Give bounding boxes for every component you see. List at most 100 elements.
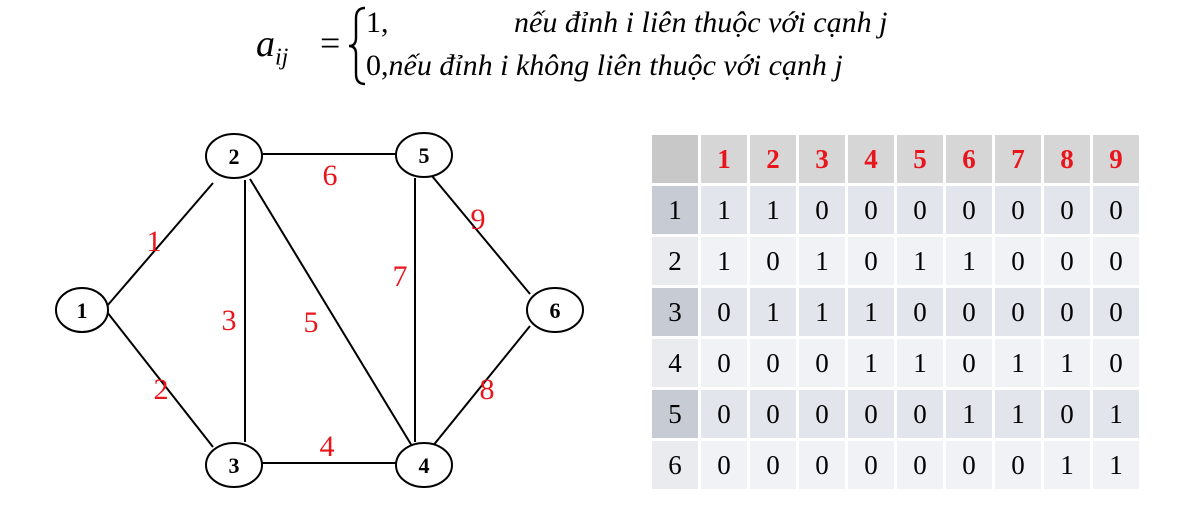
graph-diagram: 1 2 3 4 5 6 1 2 3 4 5 6 7 8 9 <box>0 110 640 524</box>
node-label-1: 1 <box>77 298 88 323</box>
table-cell: 0 <box>799 186 845 234</box>
row-header: 2 <box>652 237 698 285</box>
table-cell: 0 <box>897 288 943 336</box>
row-header: 6 <box>652 441 698 489</box>
graph-node-1: 1 <box>55 287 109 333</box>
table-cell: 1 <box>799 288 845 336</box>
formula-brace <box>348 6 366 86</box>
table-cell: 0 <box>995 288 1041 336</box>
edge-8 <box>431 325 531 448</box>
column-header: 9 <box>1093 135 1139 183</box>
table-cell: 0 <box>1093 237 1139 285</box>
column-header: 4 <box>848 135 894 183</box>
column-header: 5 <box>897 135 943 183</box>
table-cell: 0 <box>848 441 894 489</box>
node-label-4: 4 <box>419 453 430 478</box>
table-cell: 0 <box>750 390 796 438</box>
edge-label-2: 2 <box>154 373 169 406</box>
table-cell: 1 <box>1044 441 1090 489</box>
table-cell: 0 <box>701 390 747 438</box>
graph-node-4: 4 <box>395 442 453 488</box>
column-header: 1 <box>701 135 747 183</box>
table-cell: 0 <box>848 390 894 438</box>
graph-svg: 1 2 3 4 5 6 1 2 3 4 5 6 7 8 9 <box>55 132 584 488</box>
formula-equals: = <box>320 23 341 63</box>
edge-label-8: 8 <box>480 373 495 406</box>
table-cell: 1 <box>946 390 992 438</box>
formula-case-1-value: 1, <box>366 6 389 39</box>
edge-label-5: 5 <box>304 306 319 339</box>
table-cell: 0 <box>1044 288 1090 336</box>
table-cell: 0 <box>799 339 845 387</box>
edge-2 <box>106 311 214 448</box>
graph-node-6: 6 <box>526 287 584 333</box>
edge-label-9: 9 <box>471 203 486 236</box>
table-cell: 0 <box>897 390 943 438</box>
edge-label-6: 6 <box>323 159 338 192</box>
table-cell: 0 <box>995 237 1041 285</box>
node-label-5: 5 <box>419 143 430 168</box>
table-cell: 1 <box>995 390 1041 438</box>
table-cell: 0 <box>701 288 747 336</box>
formula-case-2-condition: nếu đỉnh i không liên thuộc với cạnh j <box>388 49 843 82</box>
table-cell: 1 <box>897 237 943 285</box>
row-header: 4 <box>652 339 698 387</box>
edge-9 <box>431 175 531 295</box>
table-cell: 0 <box>946 339 992 387</box>
table-cell: 1 <box>750 288 796 336</box>
table-cell: 0 <box>946 186 992 234</box>
formula-case-1-condition: nếu đỉnh i liên thuộc với cạnh j <box>514 6 888 39</box>
column-header: 7 <box>995 135 1041 183</box>
edge-label-4: 4 <box>320 430 335 463</box>
table-cell: 0 <box>701 339 747 387</box>
table-cell: 0 <box>946 288 992 336</box>
table-cell: 0 <box>1093 288 1139 336</box>
node-label-2: 2 <box>229 144 240 169</box>
table-corner-cell <box>652 135 698 183</box>
row-header: 3 <box>652 288 698 336</box>
table-header-row: 1 2 3 4 5 6 7 8 9 <box>652 135 1139 183</box>
graph-node-3: 3 <box>205 442 263 488</box>
table-cell: 0 <box>897 186 943 234</box>
table-cell: 0 <box>995 186 1041 234</box>
node-label-3: 3 <box>229 453 240 478</box>
table-cell: 1 <box>946 237 992 285</box>
edge-label-1: 1 <box>147 225 162 258</box>
table-cell: 0 <box>848 186 894 234</box>
table-cell: 0 <box>750 339 796 387</box>
table-cell: 1 <box>995 339 1041 387</box>
table-cell: 1 <box>1044 339 1090 387</box>
table-cell: 1 <box>1093 441 1139 489</box>
edge-label-7: 7 <box>393 260 408 293</box>
table-cell: 1 <box>701 186 747 234</box>
table-cell: 1 <box>897 339 943 387</box>
column-header: 8 <box>1044 135 1090 183</box>
row-header: 1 <box>652 186 698 234</box>
table-cell: 1 <box>750 186 796 234</box>
graph-node-2: 2 <box>205 133 263 179</box>
edge-5 <box>249 178 413 447</box>
table-cell: 0 <box>1093 186 1139 234</box>
edge-1 <box>106 182 214 307</box>
node-label-6: 6 <box>550 298 561 323</box>
table-cell: 1 <box>848 339 894 387</box>
edge-label-3: 3 <box>222 304 237 337</box>
table-cell: 0 <box>750 237 796 285</box>
column-header: 2 <box>750 135 796 183</box>
row-header: 5 <box>652 390 698 438</box>
formula-case-2: 0,nếu đỉnh i không liên thuộc với cạnh j <box>366 49 843 83</box>
incidence-formula: aij = 1,nếu đỉnh i liên thuộc với cạnh j… <box>256 2 1056 98</box>
table-cell: 1 <box>701 237 747 285</box>
table-cell: 1 <box>1093 390 1139 438</box>
formula-case-1: 1, nếu đỉnh i liên thuộc với cạnh j <box>366 6 887 40</box>
table-cell: 1 <box>848 288 894 336</box>
graph-node-5: 5 <box>395 132 453 178</box>
formula-lhs-subscript: ij <box>275 44 289 71</box>
table-cell: 0 <box>1044 237 1090 285</box>
